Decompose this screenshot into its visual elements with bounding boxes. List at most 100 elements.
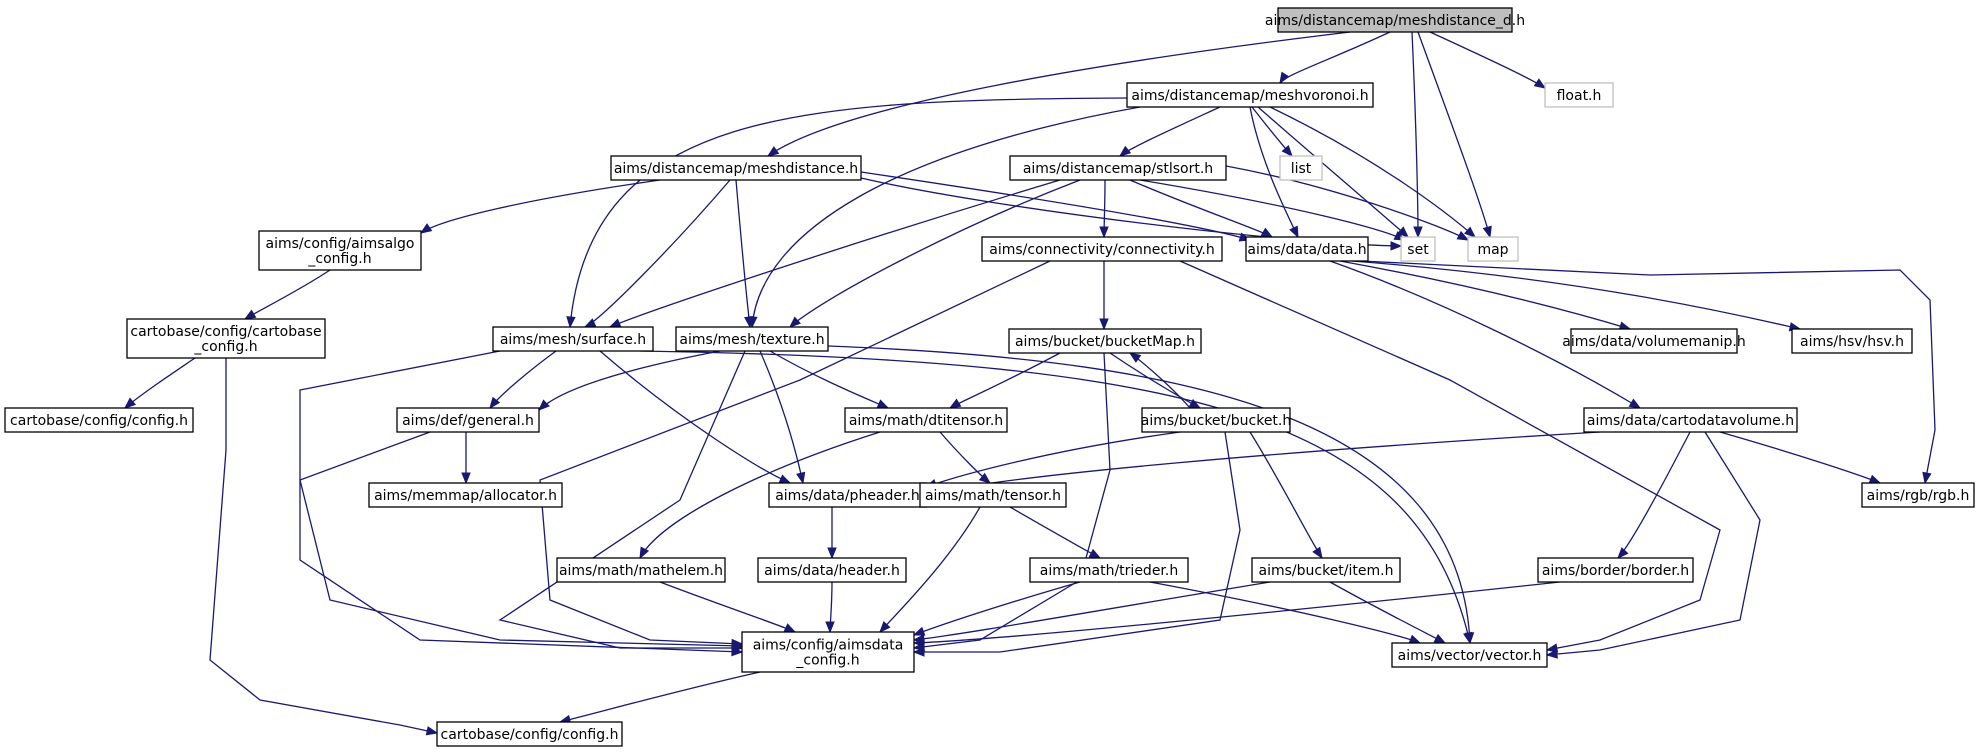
edge-line	[209, 358, 438, 734]
node-label: list	[1291, 161, 1312, 177]
node-box[interactable]	[1391, 642, 1548, 668]
node-box[interactable]	[981, 236, 1223, 262]
node-conn[interactable]: aims/connectivity/connectivity.h	[981, 236, 1223, 262]
node-list[interactable]: list	[1279, 155, 1323, 181]
node-box[interactable]	[556, 557, 726, 583]
node-trieder[interactable]: aims/math/trieder.h	[1029, 557, 1189, 583]
edge-line	[299, 350, 743, 653]
node-root[interactable]: aims/distancemap/meshdistance_d.h	[1265, 7, 1525, 33]
node-box[interactable]	[919, 482, 1067, 508]
node-label: aims/math/mathelem.h	[559, 563, 723, 579]
arrowhead-icon	[1312, 546, 1323, 560]
node-stlsort[interactable]: aims/distancemap/stlsort.h	[1009, 155, 1227, 181]
node-label: aims/rgb/rgb.h	[1867, 488, 1970, 504]
arrowhead-icon	[1099, 226, 1109, 239]
node-aimscfg[interactable]: aims/config/aimsdata_config.h	[741, 631, 915, 673]
node-box[interactable]	[1141, 407, 1291, 433]
edge-texture-to-general	[538, 350, 721, 411]
node-box[interactable]	[4, 407, 194, 433]
edge-header-to-aimscfg	[825, 581, 835, 634]
node-set[interactable]: set	[1400, 236, 1436, 262]
node-algocfg[interactable]: aims/config/aimsalgo_config.h	[258, 230, 422, 271]
node-box[interactable]	[1537, 557, 1694, 583]
node-box[interactable]	[757, 557, 907, 583]
edge-line	[599, 350, 791, 484]
node-box[interactable]	[1029, 557, 1189, 583]
node-box[interactable]	[675, 326, 829, 352]
edge-pheader-to-header	[827, 506, 837, 560]
node-surface[interactable]: aims/mesh/surface.h	[492, 326, 654, 352]
nodes: aims/distancemap/meshdistance_d.h aims/di…	[4, 7, 1975, 747]
node-border[interactable]: aims/border/border.h	[1537, 557, 1694, 583]
edge-root-to-set	[1411, 31, 1423, 239]
node-item[interactable]: aims/bucket/item.h	[1251, 557, 1401, 583]
node-alloc[interactable]: aims/memmap/allocator.h	[368, 482, 563, 508]
edge-line	[1139, 179, 1406, 241]
node-map[interactable]: map	[1467, 236, 1519, 262]
arrowhead-icon	[1413, 226, 1423, 239]
edge-line	[1417, 31, 1491, 238]
node-pheader[interactable]: aims/data/pheader.h	[768, 482, 927, 508]
edge-line	[1329, 581, 1446, 644]
node-label: aims/data/data.h	[1247, 242, 1366, 258]
node-box[interactable]	[1251, 557, 1401, 583]
node-label: aims/math/dtitensor.h	[849, 413, 1003, 429]
node-cfgbot[interactable]: cartobase/config/config.h	[436, 721, 623, 747]
edge-root-to-float	[1429, 31, 1547, 89]
node-box[interactable]	[741, 631, 915, 673]
edge-line	[1719, 431, 1881, 484]
node-bucket[interactable]: aims/bucket/bucket.h	[1141, 407, 1292, 433]
node-tensor[interactable]: aims/math/tensor.h	[919, 482, 1067, 508]
node-label: _config.h	[193, 339, 257, 355]
node-box[interactable]	[368, 482, 563, 508]
node-box[interactable]	[1467, 236, 1519, 262]
node-box[interactable]	[258, 230, 422, 271]
node-mathelem[interactable]: aims/math/mathelem.h	[556, 557, 726, 583]
node-box[interactable]	[492, 326, 654, 352]
node-box[interactable]	[1400, 236, 1436, 262]
node-label: aims/mesh/texture.h	[679, 332, 824, 348]
arrowhead-icon	[879, 621, 891, 633]
node-cartocfg[interactable]: cartobase/config/cartobase_config.h	[126, 318, 326, 359]
node-box[interactable]	[844, 407, 1008, 433]
arrowhead-icon	[731, 641, 744, 651]
edge-data-to-cdv	[1329, 260, 1642, 409]
node-texture[interactable]: aims/mesh/texture.h	[675, 326, 829, 352]
node-float[interactable]: float.h	[1544, 82, 1614, 108]
node-box[interactable]	[1277, 7, 1513, 33]
node-meshdist[interactable]: aims/distancemap/meshdistance.h	[610, 155, 862, 181]
node-header[interactable]: aims/data/header.h	[757, 557, 907, 583]
node-box[interactable]	[610, 155, 862, 181]
node-hsv[interactable]: aims/hsv/hsv.h	[1791, 328, 1913, 354]
node-box[interactable]	[1009, 155, 1227, 181]
edge-item-to-vector	[1329, 581, 1447, 644]
node-box[interactable]	[1008, 328, 1202, 354]
node-data[interactable]: aims/data/data.h	[1245, 236, 1369, 262]
node-box[interactable]	[1126, 82, 1374, 108]
node-vmanip[interactable]: aims/data/volumemanip.h	[1562, 328, 1746, 354]
node-box[interactable]	[1791, 328, 1913, 354]
node-box[interactable]	[1570, 328, 1738, 354]
node-general[interactable]: aims/def/general.h	[396, 407, 540, 433]
node-box[interactable]	[768, 482, 927, 508]
edge-conn-to-bmap	[1099, 261, 1109, 331]
node-label: float.h	[1557, 88, 1602, 104]
node-cfgtop[interactable]: cartobase/config/config.h	[4, 407, 194, 433]
edge-meshdist-to-data	[860, 171, 1252, 242]
arrowhead-icon	[783, 623, 797, 633]
node-box[interactable]	[1279, 155, 1323, 181]
node-box[interactable]	[1544, 82, 1614, 108]
node-box[interactable]	[1583, 407, 1798, 433]
node-box[interactable]	[436, 721, 623, 747]
node-dtensor[interactable]: aims/math/dtitensor.h	[844, 407, 1008, 433]
node-vector[interactable]: aims/vector/vector.h	[1391, 642, 1548, 668]
node-rgb[interactable]: aims/rgb/rgb.h	[1861, 482, 1975, 508]
node-box[interactable]	[396, 407, 540, 433]
node-box[interactable]	[126, 318, 326, 359]
node-box[interactable]	[1861, 482, 1975, 508]
node-box[interactable]	[1245, 236, 1369, 262]
node-voronoi[interactable]: aims/distancemap/meshvoronoi.h	[1126, 82, 1374, 108]
node-cdv[interactable]: aims/data/cartodatavolume.h	[1583, 407, 1798, 433]
node-bmap[interactable]: aims/bucket/bucketMap.h	[1008, 328, 1202, 354]
node-label: aims/bucket/bucketMap.h	[1015, 334, 1195, 350]
